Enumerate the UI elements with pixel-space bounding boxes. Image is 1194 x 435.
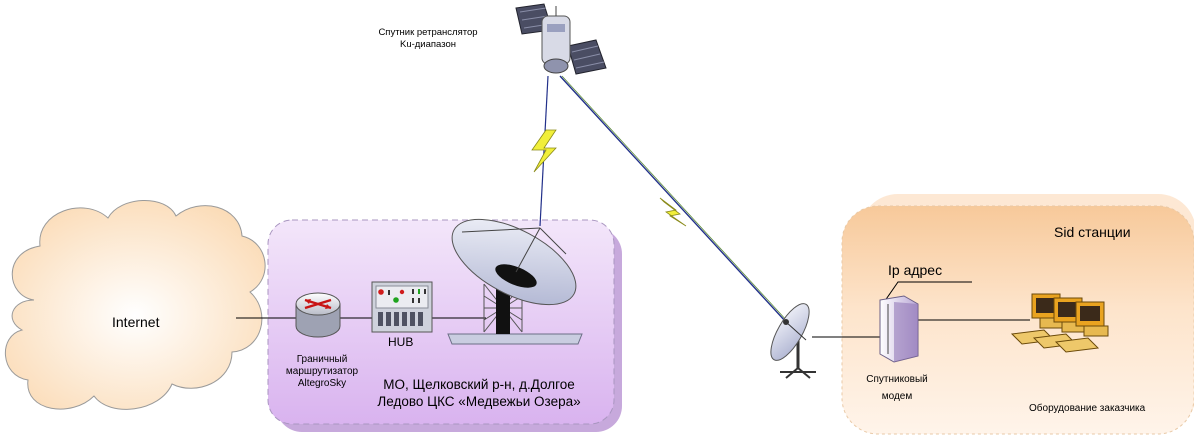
modem-label: Спутниковый модем bbox=[858, 371, 936, 405]
customer-site-title: Sid станции bbox=[1054, 224, 1131, 240]
modem-icon bbox=[879, 295, 919, 363]
computer-icon bbox=[1010, 293, 1109, 353]
router-label-line2: маршрутизатор bbox=[285, 366, 359, 377]
lightning-bolt-downlink bbox=[659, 197, 687, 227]
router-label-line1: Граничный bbox=[296, 354, 348, 365]
router-icon bbox=[295, 292, 341, 338]
router-label: Граничный маршрутизатор AltegroSky bbox=[278, 354, 366, 390]
hub-label: HUB bbox=[388, 335, 414, 349]
lightning-bolt-uplink bbox=[531, 129, 557, 173]
hub-site-label-line2: Ледово ЦКС «Медвежьи Озера» bbox=[377, 394, 581, 409]
customer-equipment-label: Оборудование заказчика bbox=[1029, 403, 1146, 414]
cloud-icon bbox=[5, 200, 266, 410]
lightning-bolts bbox=[531, 129, 687, 227]
vsat-dish-icon bbox=[770, 303, 816, 379]
satellite-icon bbox=[515, 3, 607, 75]
modem-label-line2: модем bbox=[881, 391, 913, 402]
modem-label-line1: Спутниковый bbox=[866, 374, 928, 385]
satellite-label: Спутник ретранслятор Ku-диапазон bbox=[372, 27, 484, 51]
internet-label: Internet bbox=[112, 314, 160, 330]
hub-site-label: МО, Щелковский р-н, д.Долгое Ледово ЦКС … bbox=[368, 376, 590, 410]
satellite-label-line2: Ku-диапазон bbox=[399, 39, 457, 50]
hub-rack-icon bbox=[371, 281, 433, 333]
ip-address-label: Ip адрес bbox=[888, 262, 943, 278]
earth-station-dish-icon bbox=[447, 218, 583, 345]
router-label-line3: AltegroSky bbox=[297, 378, 347, 389]
connections bbox=[236, 317, 1030, 338]
hub-site-label-line1: МО, Щелковский р-н, д.Долгое bbox=[383, 377, 575, 392]
satellite-links bbox=[539, 75, 789, 323]
satellite-label-line1: Спутник ретранслятор bbox=[378, 27, 478, 38]
